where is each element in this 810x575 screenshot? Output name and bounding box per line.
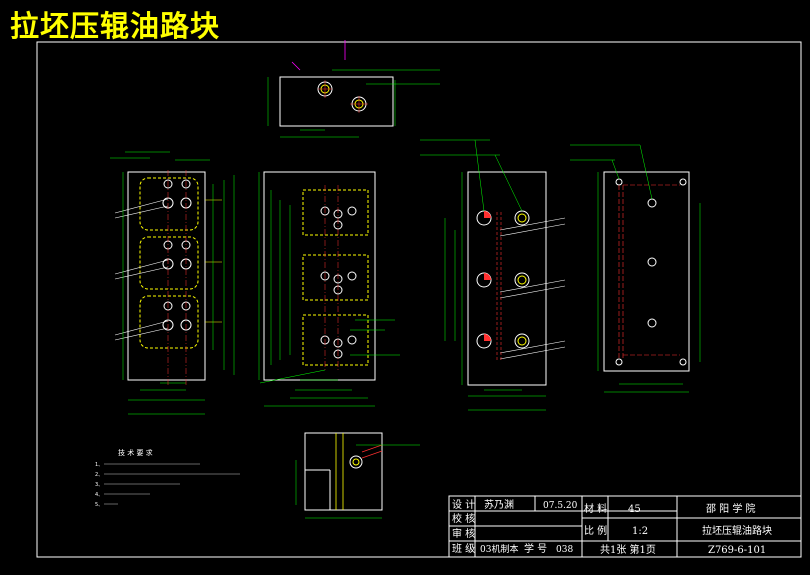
tb-student-no-label: 学 号 xyxy=(524,542,547,555)
tb-drawing-no: Z769-6-101 xyxy=(708,545,766,556)
detail-view xyxy=(295,432,420,519)
note-item-3: 3、 xyxy=(95,482,103,488)
tb-review-label: 审 核 xyxy=(452,527,475,540)
rear-view xyxy=(570,144,701,393)
tb-school: 邵 阳 学 院 xyxy=(706,502,756,515)
side-view xyxy=(420,139,566,411)
top-view xyxy=(267,40,440,138)
drawing-title: 拉坯压辊油路块 xyxy=(10,9,221,43)
section-view xyxy=(258,171,400,407)
tb-material: 45 xyxy=(628,504,641,515)
tb-date: 07.5.20 xyxy=(543,501,578,511)
tb-class-label: 班 级 xyxy=(452,543,475,555)
title-block xyxy=(448,495,802,558)
front-view xyxy=(110,151,235,415)
note-item-4: 4、 xyxy=(95,492,103,498)
tb-class-value: 03机制本 xyxy=(480,543,518,555)
tb-student-no: 038 xyxy=(556,545,573,555)
tb-designer: 苏乃渊 xyxy=(484,498,514,511)
tb-part-name: 拉坯压辊油路块 xyxy=(702,524,772,537)
notes-heading: 技 术 要 求 xyxy=(118,448,153,457)
technical-notes: 技 术 要 求 1、 2、 3、 4、 5、 xyxy=(95,448,240,508)
tb-check-label: 校 核 xyxy=(452,512,475,525)
drawing-frame xyxy=(36,41,802,558)
tb-scale-label: 比 例 xyxy=(584,524,607,537)
tb-design-label: 设 计 xyxy=(452,498,475,511)
tb-material-label: 材 料 xyxy=(584,502,607,515)
note-item-2: 2、 xyxy=(95,472,103,478)
note-item-1: 1、 xyxy=(95,462,103,468)
tb-sheets: 共1张 第1页 xyxy=(600,543,656,556)
note-item-5: 5、 xyxy=(95,502,103,508)
tb-scale: 1:2 xyxy=(632,526,648,537)
